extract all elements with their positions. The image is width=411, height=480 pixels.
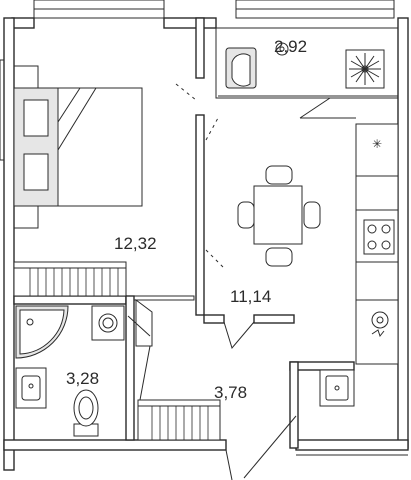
cooktop-icon — [363, 219, 395, 255]
shower-icon — [15, 305, 69, 359]
toilet-icon — [73, 389, 99, 437]
hallway-wardrobe-icon — [137, 399, 221, 441]
room-area-bathroom: 3,28 — [66, 369, 99, 388]
bathroom: 3,28 — [15, 305, 151, 437]
washing-machine-icon — [91, 305, 125, 341]
sink-icon — [371, 311, 389, 338]
dining-table-icon — [237, 165, 321, 267]
room-area-hallway: 3,78 — [214, 383, 247, 402]
bed-icon — [13, 87, 143, 207]
side-table-icon — [275, 42, 289, 56]
room-area-balcony: 2,92 — [274, 37, 307, 56]
bedroom: 12,32 — [13, 65, 197, 297]
washbasin-icon — [15, 367, 47, 409]
room-area-bedroom: 12,32 — [114, 234, 157, 253]
plant-icon — [345, 49, 385, 89]
wardrobe-icon — [13, 261, 127, 297]
interior-walls — [13, 17, 355, 449]
nightstand-icon — [13, 65, 39, 229]
hood-icon: ✳ — [372, 137, 382, 151]
hallway: 3,78 — [135, 299, 355, 480]
balcony: 2,92 — [215, 27, 399, 119]
armchair-icon — [231, 53, 251, 87]
entrance-door — [225, 415, 297, 480]
utility-sink-icon — [319, 369, 355, 407]
room-area-living: 11,14 — [230, 287, 271, 306]
kitchen-counter: ✳ — [355, 123, 399, 365]
living-kitchen: ✳ 11,14 — [203, 117, 399, 365]
